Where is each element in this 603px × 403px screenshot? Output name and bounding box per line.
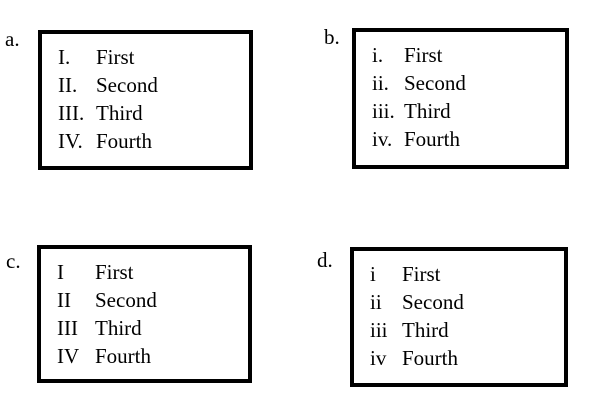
list-item-text: First xyxy=(95,260,134,284)
list-numeral: III. xyxy=(58,101,85,125)
list-item: iii Third xyxy=(370,316,560,344)
list-item: III Third xyxy=(57,314,244,342)
list-item: I. First xyxy=(58,43,245,71)
list-numeral: III xyxy=(57,316,78,340)
list-item-text: Fourth xyxy=(95,344,152,368)
list-item: iv Fourth xyxy=(370,344,560,372)
list-item: II. Second xyxy=(58,71,245,99)
list-item-text: First xyxy=(404,43,443,67)
list-item-text: Fourth xyxy=(402,346,459,370)
list-item-text: Second xyxy=(96,73,158,97)
list-item-text: Second xyxy=(402,290,464,314)
list-numeral: ii. xyxy=(372,71,389,95)
list-item: ii. Second xyxy=(372,69,561,97)
list-item-text: First xyxy=(96,45,135,69)
list-item: IV Fourth xyxy=(57,342,244,370)
list-numeral: iv. xyxy=(372,127,393,151)
list-item: ii Second xyxy=(370,288,560,316)
list-numeral: I xyxy=(57,260,64,284)
list-item-text: Third xyxy=(95,316,142,340)
list-numeral: IV. xyxy=(58,129,83,153)
option-box-c: I First II Second III Third IV Fourth xyxy=(37,245,252,383)
list-numeral: ii xyxy=(370,290,382,314)
list-item: II Second xyxy=(57,286,244,314)
list-numeral: iii xyxy=(370,318,388,342)
list-numeral: iii. xyxy=(372,99,395,123)
list-item: IV. Fourth xyxy=(58,127,245,155)
option-label-a: a. xyxy=(5,27,20,51)
option-label-c: c. xyxy=(6,249,21,273)
list-item: i. First xyxy=(372,41,561,69)
list-numeral: iv xyxy=(370,346,387,370)
list-numeral: II xyxy=(57,288,71,312)
option-box-b: i. First ii. Second iii. Third iv. Fourth xyxy=(352,28,569,169)
list-item-text: Second xyxy=(95,288,157,312)
list-item: III. Third xyxy=(58,99,245,127)
option-label-b: b. xyxy=(324,25,340,49)
list-numeral: i. xyxy=(372,43,384,67)
list-item: I First xyxy=(57,258,244,286)
list-item: iii. Third xyxy=(372,97,561,125)
list-item-text: First xyxy=(402,262,441,286)
list-numeral: IV xyxy=(57,344,80,368)
list-numeral: I. xyxy=(58,45,71,69)
list-item-text: Fourth xyxy=(404,127,461,151)
list-item-text: Fourth xyxy=(96,129,153,153)
option-label-d: d. xyxy=(317,248,333,272)
list-item-text: Second xyxy=(404,71,466,95)
option-box-a: I. First II. Second III. Third IV. Fourth xyxy=(38,30,253,170)
list-item-text: Third xyxy=(402,318,449,342)
list-item: i First xyxy=(370,260,560,288)
list-numeral: i xyxy=(370,262,376,286)
list-item-text: Third xyxy=(96,101,143,125)
list-numeral: II. xyxy=(58,73,78,97)
option-box-d: i First ii Second iii Third iv Fourth xyxy=(350,247,568,387)
list-item: iv. Fourth xyxy=(372,125,561,153)
list-item-text: Third xyxy=(404,99,451,123)
